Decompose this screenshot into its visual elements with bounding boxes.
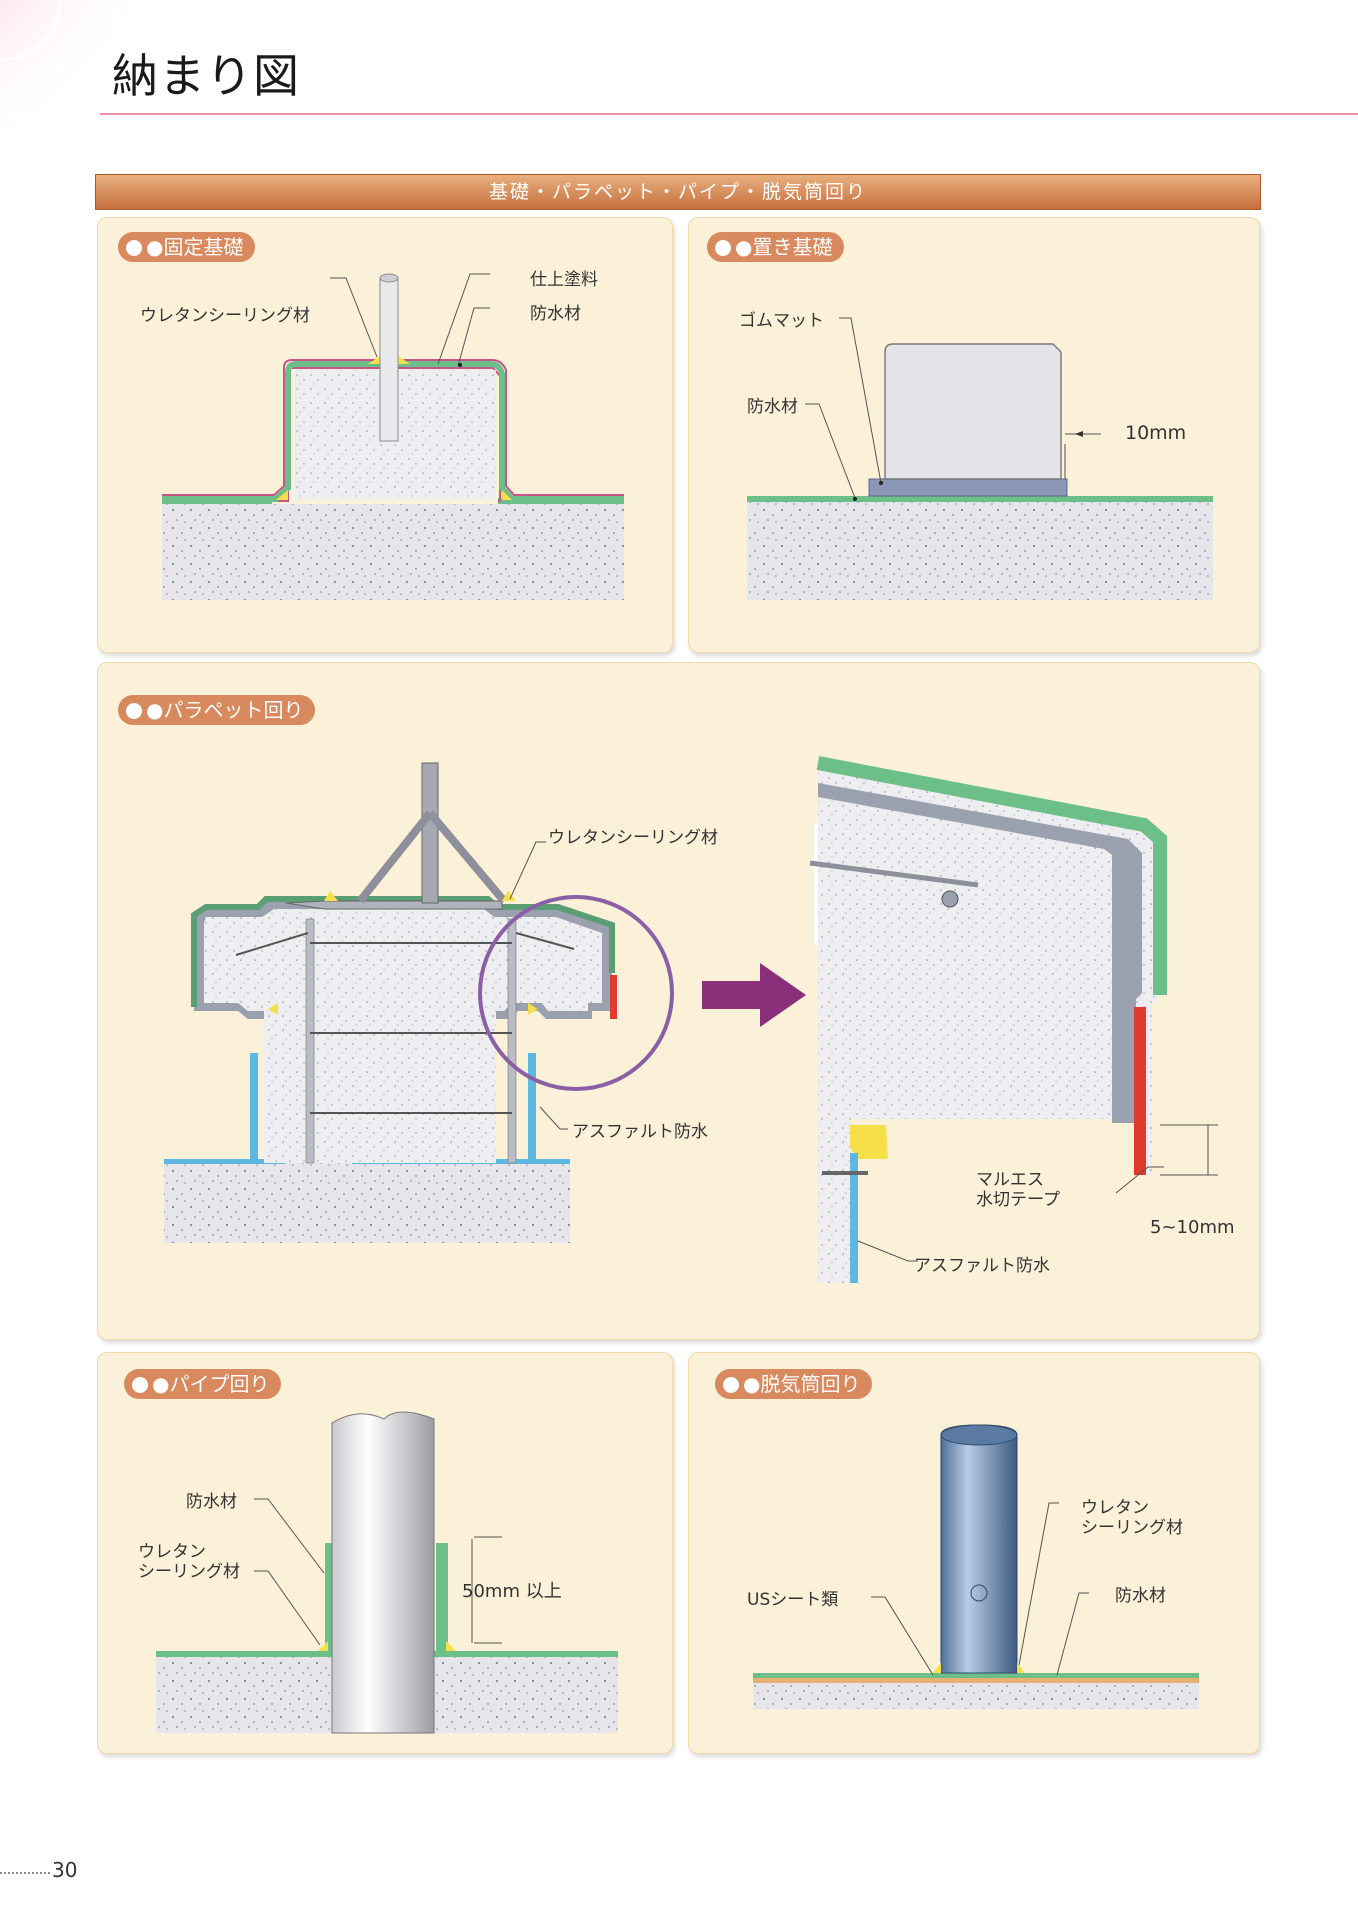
label-waterproof: 防水材: [747, 397, 798, 417]
tag-label: ●置き基礎: [735, 235, 833, 259]
bullet-icon: [126, 240, 142, 256]
label-sealant-line1: ウレタン: [1081, 1498, 1149, 1518]
page-number: 30: [52, 1858, 78, 1882]
arrow-icon: [702, 963, 806, 1027]
zoom-circle: [478, 895, 674, 1091]
label-asphalt: アスファルト防水: [572, 1122, 708, 1142]
vent-diagram: [753, 1424, 1199, 1709]
slab: [162, 504, 624, 600]
label-dim-5-10mm: 5~10mm: [1150, 1217, 1235, 1238]
label-dim-50mm: 50mm 以上: [462, 1581, 562, 1602]
tag-pipe: ●パイプ回り: [124, 1369, 282, 1399]
corner-decoration: [0, 0, 220, 200]
section-title-bar: 基礎・パラペット・パイプ・脱気筒回り: [95, 174, 1261, 210]
tag-vent: ●脱気筒回り: [715, 1369, 873, 1399]
panel-vent: ●脱気筒回り ウレタン シーリング材 防水材 USシート類: [688, 1352, 1260, 1754]
label-waterproof: 防水材: [1115, 1586, 1166, 1606]
label-sealant: ウレタンシーリング材: [140, 306, 310, 326]
tag-parapet: ●パラペット回り: [118, 695, 316, 725]
label-waterproof: 防水材: [186, 1492, 237, 1512]
anchor-pipe: [379, 277, 399, 442]
page-title: 納まり図: [112, 49, 300, 103]
equipment-base: [884, 343, 1062, 480]
bullet-icon: [715, 240, 731, 256]
tag-label: ●パイプ回り: [152, 1372, 270, 1396]
tag-label: ●パラペット回り: [146, 698, 304, 722]
fixed-base-diagram: [162, 273, 624, 600]
label-sealant: ウレタンシーリング材: [548, 828, 718, 848]
title-rule: [100, 113, 1358, 115]
panel-fixed-base: ●固定基礎 仕上塗料 防水材 ウレタンシ: [97, 217, 673, 653]
label-waterproof: 防水材: [530, 304, 581, 324]
label-rubber-mat: ゴムマット: [739, 311, 824, 331]
panel-placed-base: ●置き基礎 ゴムマット 防水材 10mm: [688, 217, 1260, 653]
bullet-icon: [126, 703, 142, 719]
label-dim-10mm: 10mm: [1125, 422, 1187, 444]
page-number-leader: [0, 1872, 50, 1874]
bullet-icon: [723, 1377, 739, 1393]
label-sealant-line1: ウレタン: [138, 1542, 206, 1562]
slab: [747, 502, 1213, 600]
label-asphalt-detail: アスファルト防水: [914, 1256, 1050, 1276]
tag-placed-base: ●置き基礎: [707, 232, 845, 262]
tag-label: ●固定基礎: [146, 235, 244, 259]
tag-fixed-base: ●固定基礎: [118, 232, 256, 262]
label-tape-line2: 水切テープ: [976, 1190, 1060, 1210]
rubber-mat: [868, 478, 1068, 497]
placed-base-diagram: [747, 317, 1213, 600]
pipe-diagram: [156, 1411, 618, 1734]
label-finish-paint: 仕上塗料: [530, 270, 598, 290]
panel-parapet: ●パラペット回り: [97, 662, 1260, 1340]
bullet-icon: [132, 1377, 148, 1393]
label-tape-line1: マルエス: [976, 1170, 1044, 1190]
parapet-diagram: [164, 756, 1218, 1283]
label-sealant-line2: シーリング材: [1081, 1518, 1183, 1538]
tag-label: ●脱気筒回り: [743, 1372, 861, 1396]
label-sealant-line2: シーリング材: [138, 1562, 240, 1582]
panel-pipe: ●パイプ回り 防水材 ウレタン シーリング材 50mm 以上: [97, 1352, 673, 1754]
label-us-sheet: USシート類: [747, 1590, 839, 1610]
